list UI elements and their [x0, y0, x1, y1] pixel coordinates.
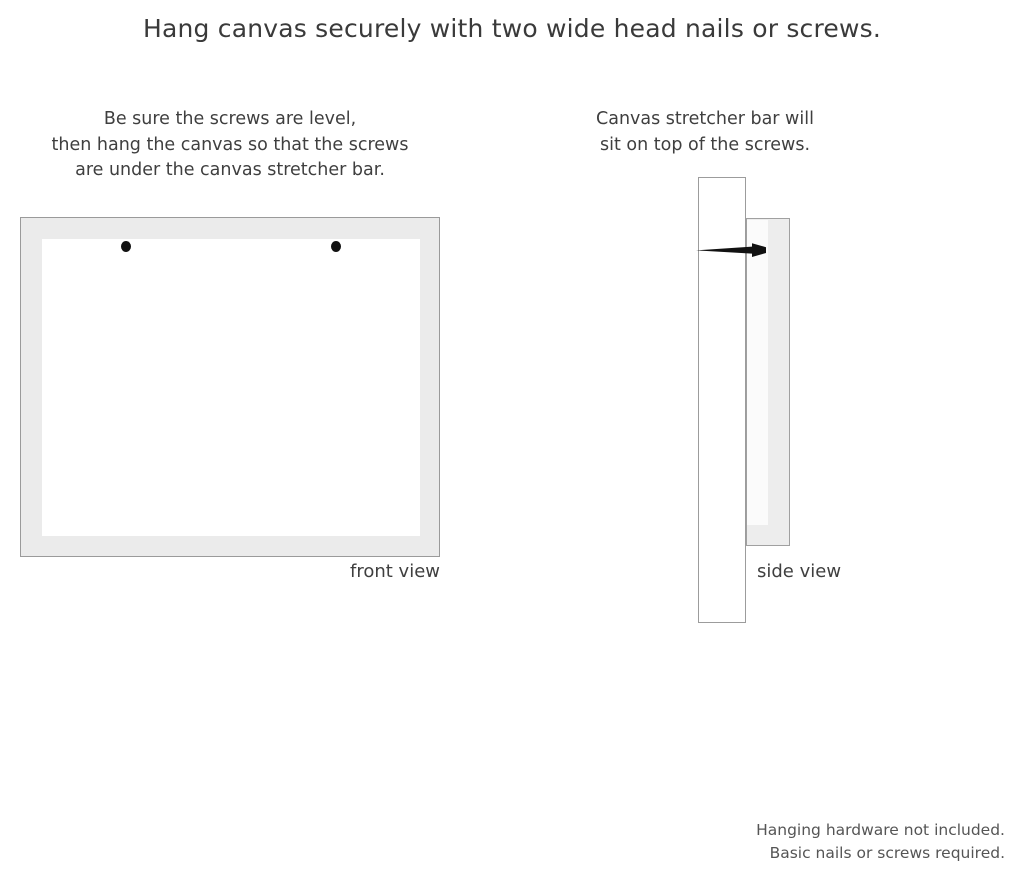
side-view-caption-line-1: Canvas stretcher bar will	[596, 109, 814, 129]
side-view-caption: Canvas stretcher bar will sit on top of …	[560, 107, 850, 158]
page-title: Hang canvas securely with two wide head …	[142, 14, 882, 43]
screw-dot-right-icon	[331, 241, 341, 252]
front-view-label: front view	[350, 561, 440, 582]
front-view-canvas-frame	[20, 217, 440, 557]
front-view-caption-line-1: Be sure the screws are level,	[103, 109, 357, 129]
front-view-caption-line-3: are under the canvas stretcher bar.	[75, 160, 385, 180]
footer-note: Hanging hardware not included. Basic nai…	[756, 819, 1005, 865]
screw-dot-left-icon	[121, 241, 131, 252]
footer-note-line-1: Hanging hardware not included.	[756, 821, 1005, 839]
side-view-stretcher-bar-inner	[747, 220, 768, 525]
side-view-label: side view	[757, 561, 842, 582]
screw-side-icon	[696, 242, 768, 258]
side-view-diagram	[690, 170, 870, 640]
front-view-caption: Be sure the screws are level, then hang …	[20, 107, 440, 184]
side-view-caption-line-2: sit on top of the screws.	[599, 134, 811, 155]
footer-note-line-2: Basic nails or screws required.	[769, 844, 1005, 862]
front-view-caption-line-2: then hang the canvas so that the screws	[51, 134, 409, 155]
front-view-canvas-inner-panel	[42, 239, 420, 536]
